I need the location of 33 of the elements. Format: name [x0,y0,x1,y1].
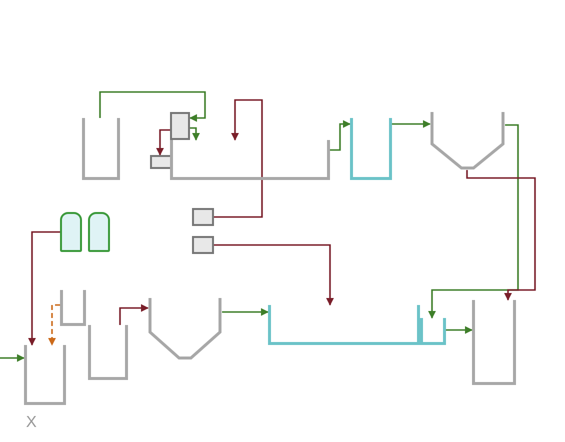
equipment-box [192,208,214,226]
tank [420,318,446,345]
pipe-arrow [0,354,25,362]
pipe-arrow [156,129,170,156]
equipment-box [192,236,214,254]
tank [350,118,392,180]
tank [24,345,66,405]
filter-column [88,212,110,252]
filter-column [60,212,82,252]
pipe-arrow [190,127,200,141]
pipe-arrow [392,120,431,128]
axis-label: X [26,414,37,432]
pipe-arrow [214,244,334,306]
pipe-arrow [119,304,149,325]
tank [170,140,330,180]
pipe-arrow [214,99,263,218]
conical-tank [430,112,505,170]
equipment-box [150,155,172,169]
tank [268,305,420,345]
pipe-arrow [330,120,351,151]
tank [88,325,128,380]
pipe-arrow [222,308,269,316]
pipe-arrow [428,124,519,319]
pipe-arrow [48,304,60,346]
pipe-arrow [99,91,206,122]
equipment-box [170,112,190,140]
pipe-arrow [466,170,536,301]
pipe-arrow [446,326,473,334]
tank [82,118,120,180]
tank [60,290,86,326]
tank [472,300,516,385]
pipe-arrow [28,231,60,346]
conical-tank [148,298,222,360]
